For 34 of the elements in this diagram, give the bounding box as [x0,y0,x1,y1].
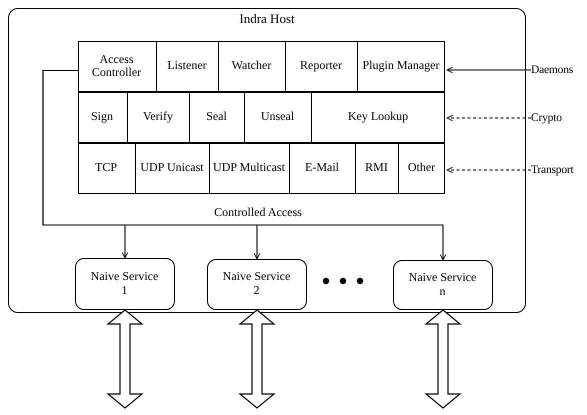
module-cell: UDP Unicast [136,142,210,194]
module-cell: Watcher [218,40,286,92]
arrow [446,166,531,174]
module-cell: Sign [78,92,128,142]
module-row [78,40,444,92]
module-cell: Verify [128,92,190,142]
module-row [78,92,444,142]
module-cell: Listener [156,40,218,92]
module-cell: Plugin Manager [358,40,444,92]
arrow [42,70,446,260]
host-title: Indra Host [239,11,295,27]
module-row [78,142,444,194]
layer-label: Transport [531,162,585,178]
double-arrow [106,309,144,409]
module-cell: TCP [78,142,136,194]
module-cell: UDP Multicast [210,142,290,194]
module-cell: Other [398,142,444,194]
arrow [446,114,531,122]
layer-label: Daemons [531,62,585,78]
module-cell: RMI [356,142,398,194]
module-cell: Access Controller [78,40,156,92]
module-cell: Key Lookup [312,92,444,142]
host-box [8,8,526,313]
layer-label: Crypto [531,110,585,126]
module-cell: Seal [190,92,244,142]
module-cell: E-Mail [290,142,356,194]
double-arrow [238,309,276,409]
module-cell: Reporter [286,40,358,92]
service-box: Naive Service 2 [206,258,306,310]
service-box: Naive Service n [392,260,492,310]
arrow [446,66,531,74]
module-cell: Unseal [244,92,312,142]
service-box: Naive Service 1 [74,258,174,310]
double-arrow [424,309,462,409]
